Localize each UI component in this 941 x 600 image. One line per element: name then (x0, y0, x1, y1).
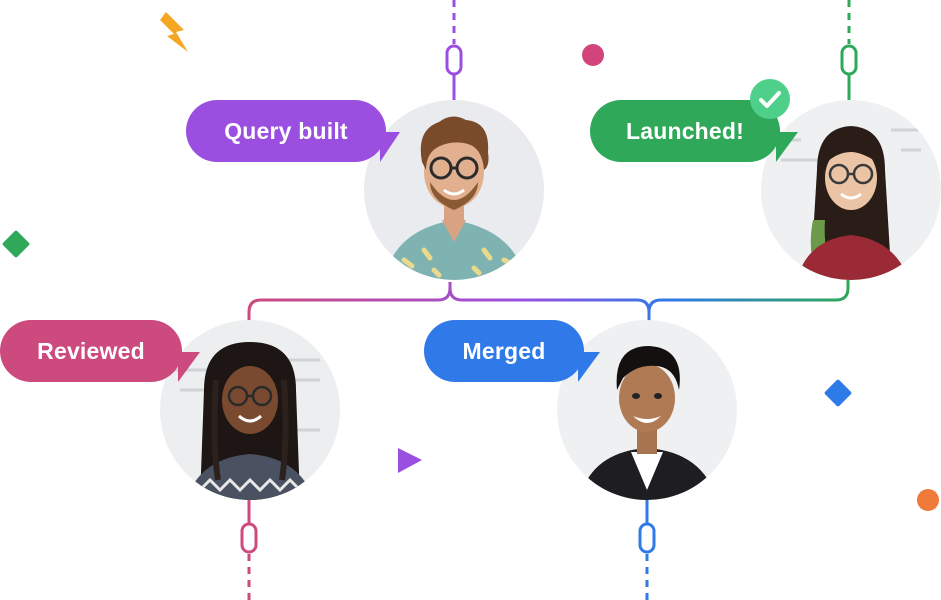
avatar-reviewed (160, 320, 340, 500)
purple-link-icon (445, 44, 463, 76)
avatar-query-built (364, 100, 544, 280)
lightning-icon (160, 12, 188, 52)
blue-link-icon (638, 522, 656, 554)
bubble-tail (380, 132, 400, 162)
magenta-dot (582, 44, 604, 66)
avatar-launched (761, 100, 941, 280)
bubble-query-built-label: Query built (224, 118, 348, 144)
check-badge (750, 79, 790, 119)
bubble-tail (776, 132, 798, 162)
bubble-reviewed-label: Reviewed (37, 338, 145, 364)
green-link-icon (840, 44, 858, 76)
play-triangle-icon (398, 448, 422, 473)
blue-diamond (824, 379, 852, 407)
bubble-merged-label: Merged (462, 338, 546, 364)
bubble-query-built: Query built (186, 100, 400, 162)
bubble-launched: Launched! (590, 100, 798, 162)
bubble-tail (178, 352, 200, 382)
green-diamond (2, 230, 30, 258)
check-icon (759, 91, 781, 108)
orange-dot (917, 489, 939, 511)
branch-connector (247, 278, 850, 322)
avatar-merged (557, 320, 737, 500)
bubble-launched-label: Launched! (625, 118, 745, 144)
bubble-merged: Merged (424, 320, 600, 382)
bubble-reviewed: Reviewed (0, 320, 200, 382)
bubble-tail (578, 352, 600, 382)
pink-link-icon (240, 522, 258, 554)
